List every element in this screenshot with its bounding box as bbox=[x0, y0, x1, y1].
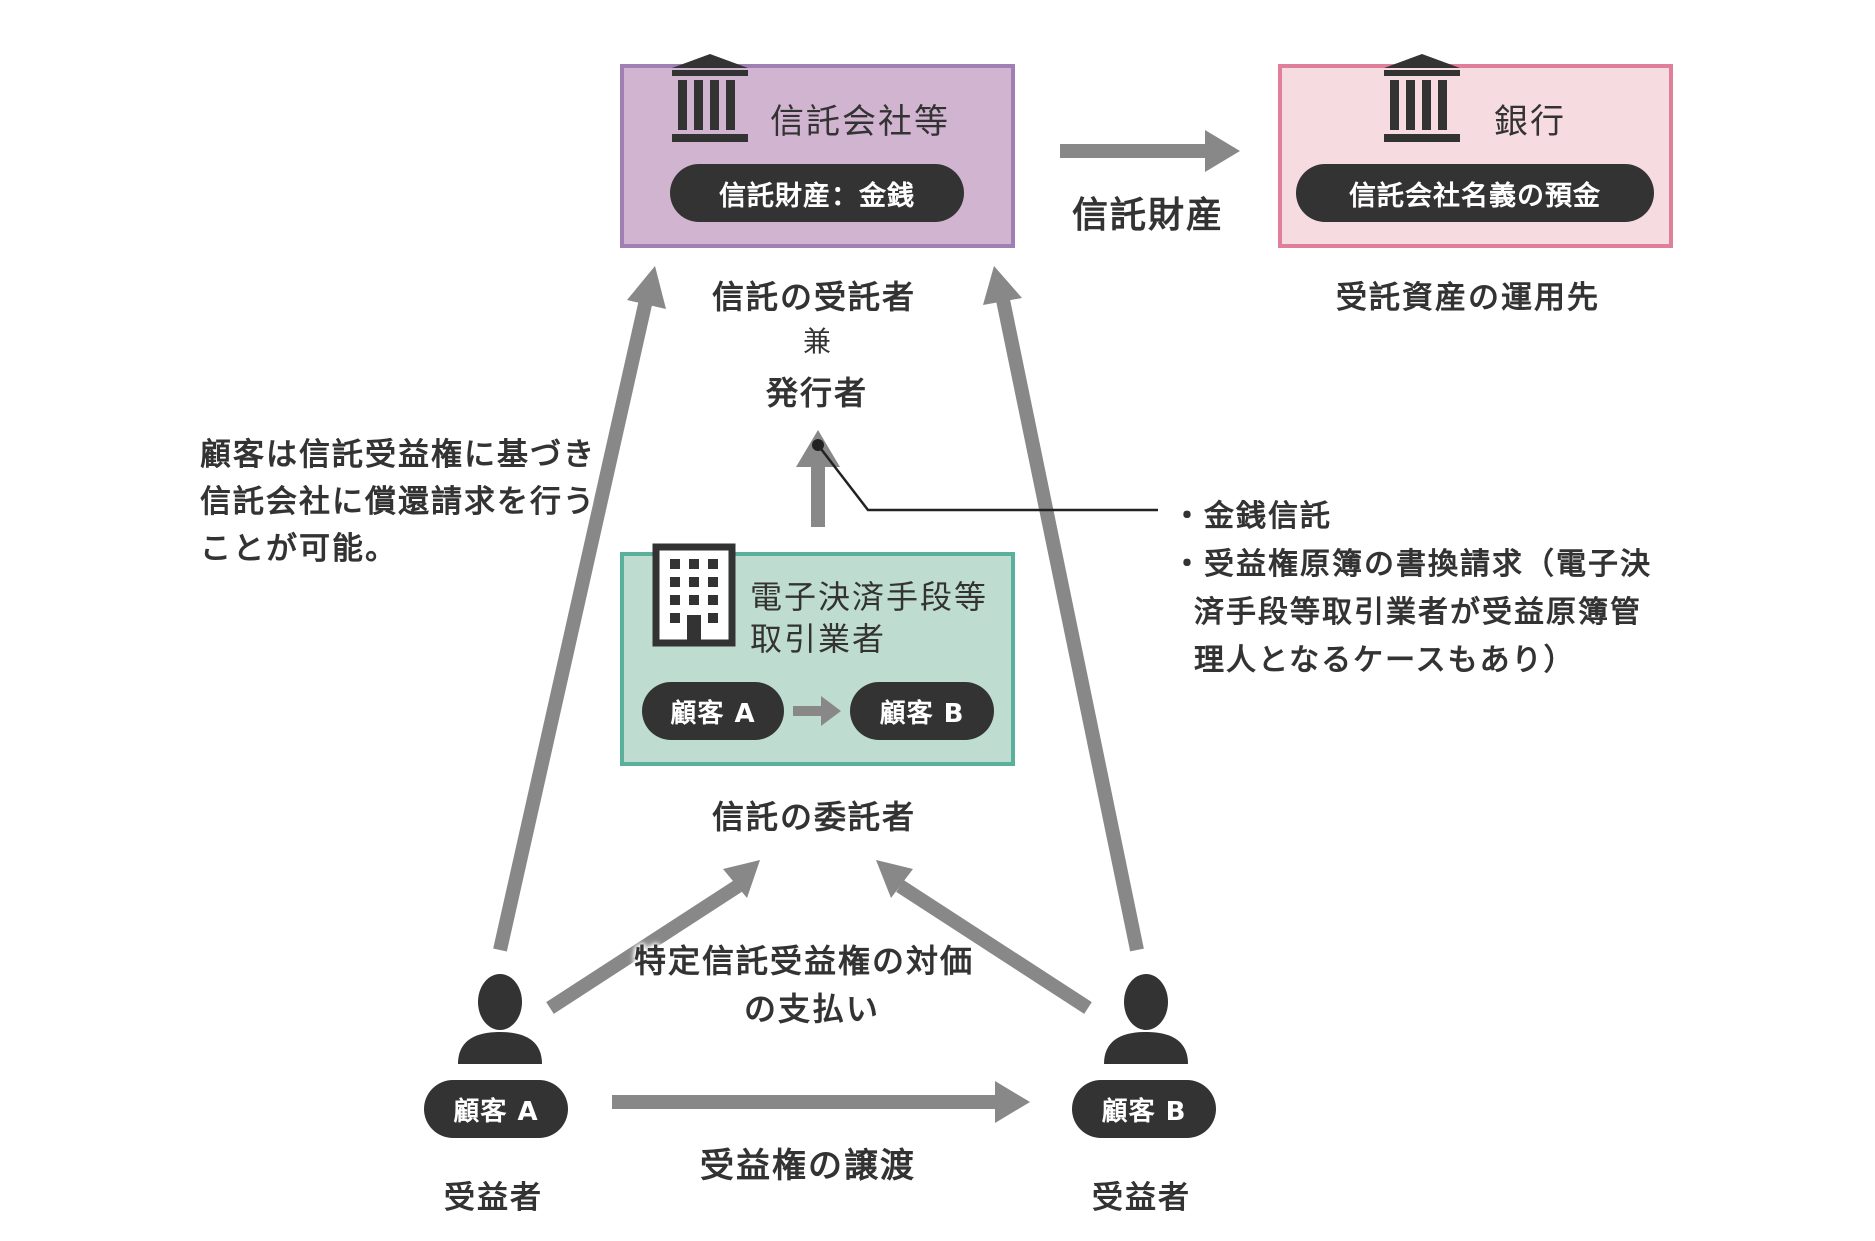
role-connector: 兼 bbox=[803, 325, 834, 358]
note-right-line: 済手段等取引業者が受益原簿管 bbox=[1194, 595, 1642, 630]
office-building-icon bbox=[652, 543, 736, 647]
role-trustee: 信託の受託者 bbox=[712, 278, 917, 316]
ept-name-line2: 取引業者 bbox=[750, 620, 887, 658]
ept-transfer-arrow bbox=[793, 696, 841, 726]
customer-b-role: 受益者 bbox=[1092, 1180, 1191, 1216]
note-left-line: 顧客は信託受益権に基づき bbox=[200, 437, 596, 473]
customer-a-pill: 顧客 A bbox=[424, 1080, 568, 1138]
arrow-payment-from-b bbox=[876, 860, 1092, 1014]
trust-property-pill: 信託財産：金銭 bbox=[670, 164, 964, 222]
leader-line-right-note bbox=[812, 439, 1158, 512]
flow-label-trust-property: 信託財産 bbox=[1072, 195, 1225, 236]
transfer-label: 受益権の譲渡 bbox=[700, 1146, 916, 1186]
bank-icon bbox=[1384, 54, 1460, 142]
payment-label-line1: 特定信託受益権の対価 bbox=[634, 942, 975, 980]
note-left: 顧客は信託受益権に基づき 信託会社に償還請求を行う ことが可能。 bbox=[200, 432, 596, 573]
customer-b-person-icon bbox=[1104, 974, 1188, 1064]
note-left-line: 信託会社に償還請求を行う bbox=[200, 484, 596, 520]
bank-role: 受託資産の運用先 bbox=[1336, 280, 1600, 316]
note-left-line: ことが可能。 bbox=[200, 531, 398, 567]
note-right-line: ・金銭信託 bbox=[1172, 499, 1332, 534]
arrow-customer-a-to-trust bbox=[493, 266, 666, 952]
arrow-trust-to-bank bbox=[1060, 130, 1240, 172]
customer-a-person-icon bbox=[458, 974, 542, 1064]
ept-customer-b-pill: 顧客 B bbox=[850, 682, 994, 740]
trust-company-name: 信託会社等 bbox=[770, 102, 950, 142]
ept-customer-a-pill: 顧客 A bbox=[642, 682, 784, 740]
ept-name-line1: 電子決済手段等 bbox=[750, 578, 989, 616]
bank-building-icon bbox=[672, 54, 748, 142]
customer-a-role: 受益者 bbox=[444, 1180, 543, 1216]
bank-deposit-pill: 信託会社名義の預金 bbox=[1296, 164, 1654, 222]
bank-name: 銀行 bbox=[1494, 102, 1566, 142]
payment-label-line2: の支払い bbox=[744, 990, 881, 1028]
role-issuer: 発行者 bbox=[766, 374, 869, 412]
ept-role: 信託の委託者 bbox=[712, 798, 917, 836]
arrow-payment-from-a bbox=[546, 860, 760, 1014]
customer-b-pill: 顧客 B bbox=[1072, 1080, 1216, 1138]
note-right-line: ・受益権原簿の書換請求（電子決 bbox=[1172, 547, 1652, 582]
note-right-line: 理人となるケースもあり） bbox=[1194, 643, 1576, 678]
arrow-customer-b-to-trust bbox=[983, 266, 1144, 952]
arrow-transfer-a-to-b bbox=[612, 1081, 1030, 1123]
note-right: ・金銭信託 ・受益権原簿の書換請求（電子決 済手段等取引業者が受益原簿管 理人と… bbox=[1172, 493, 1652, 685]
